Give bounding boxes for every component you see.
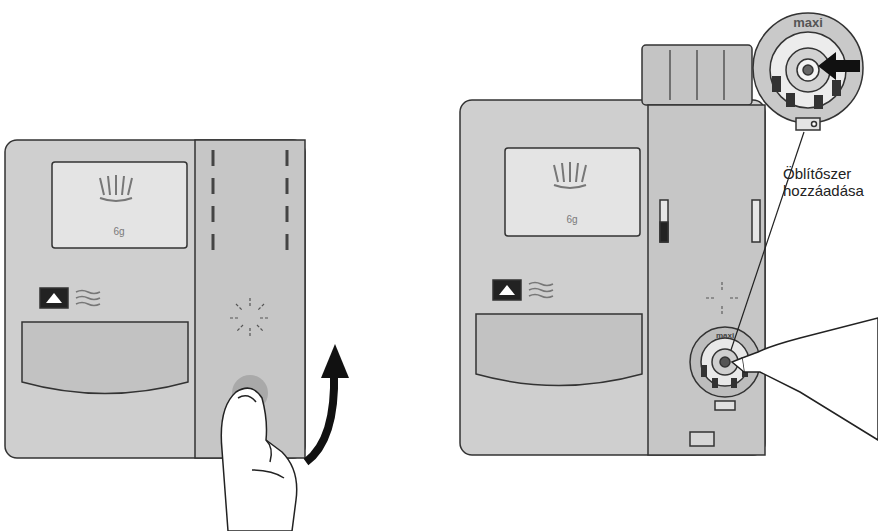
callout-label: Öblítőszer hozzáadása [783,165,875,200]
lift-arrow [306,344,349,462]
hand [221,388,296,531]
rinse-aid-bottle [732,318,878,440]
zoomed-dial [753,13,863,130]
dial-mark: maxi [793,16,823,31]
dose-mark: 6g [566,214,577,226]
leader-line [731,132,804,350]
dose-mark: 6g [113,226,124,238]
open-dispenser [460,45,765,455]
dial-mark: maxi [716,331,734,340]
